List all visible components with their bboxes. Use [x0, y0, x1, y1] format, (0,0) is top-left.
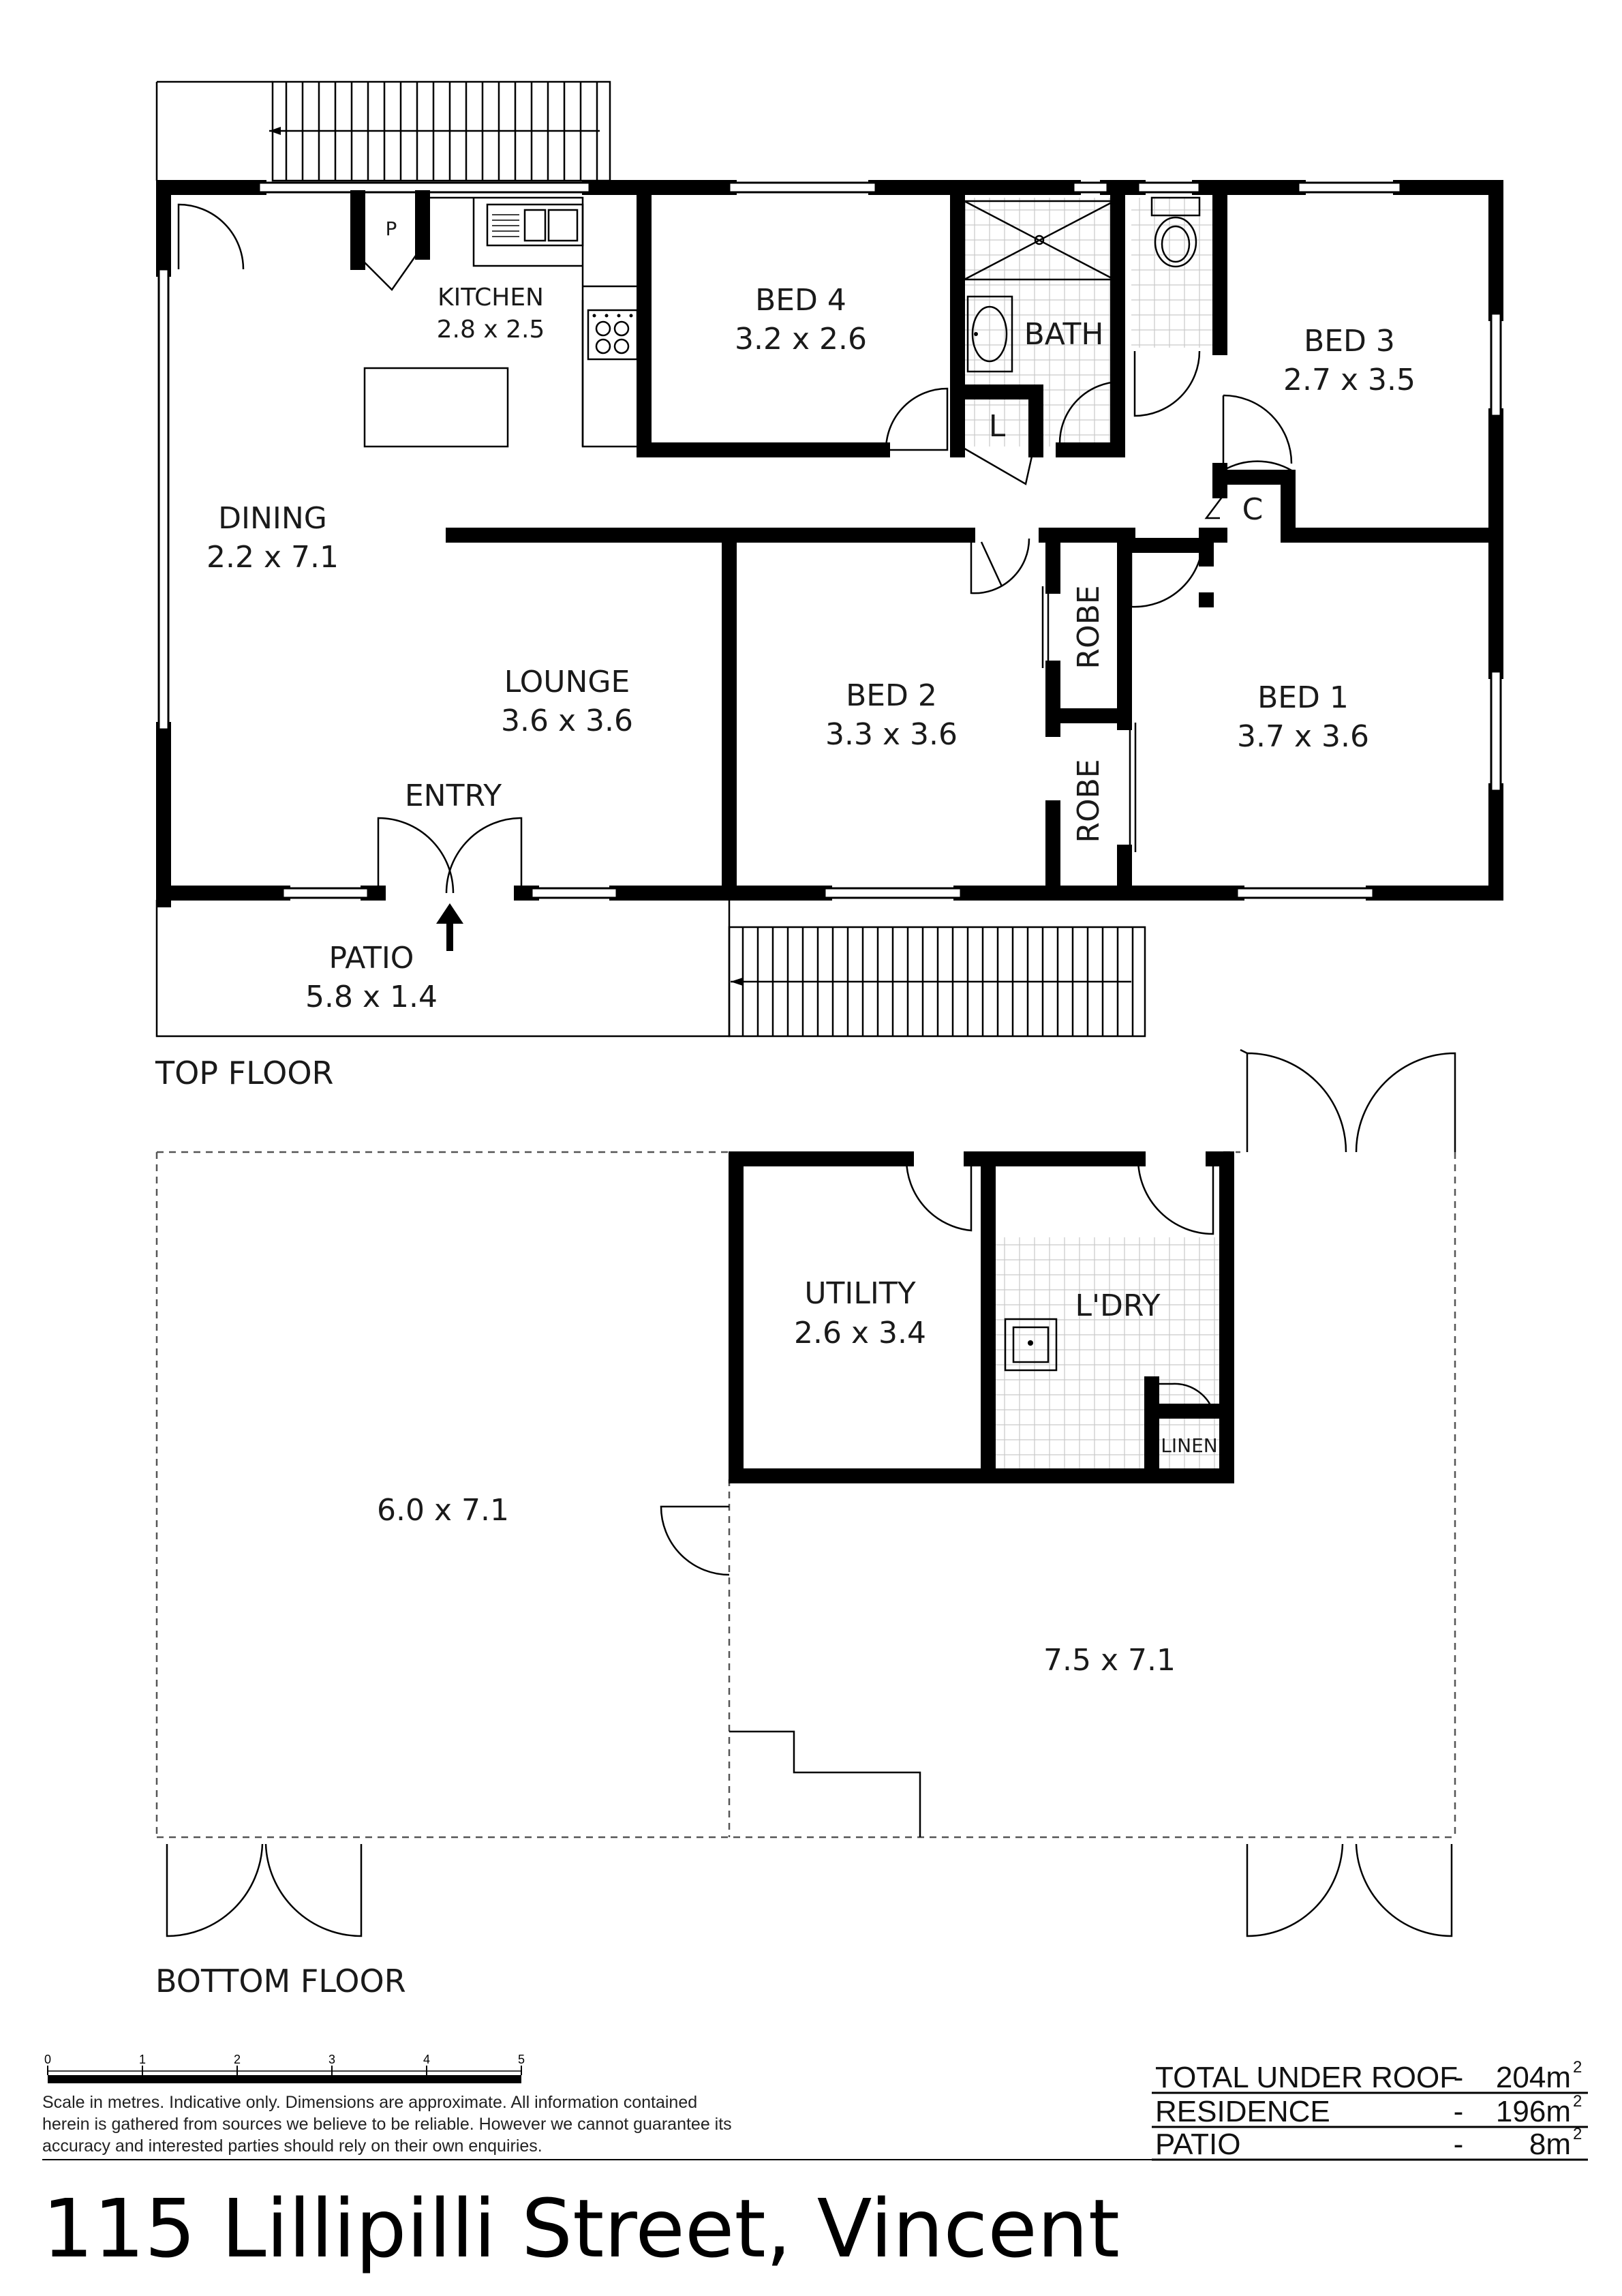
bed2-name: BED 2: [846, 678, 937, 713]
patio-name: PATIO: [329, 941, 414, 976]
windows: [157, 181, 1502, 899]
scale-bar: [47, 2066, 522, 2083]
kitchen-bench: [363, 196, 642, 448]
area-patio-value: 8m: [1529, 2128, 1571, 2161]
toilet: [1150, 196, 1201, 268]
top-floor-labels: KITCHEN 2.8 x 2.5 P BED 4 3.2 x 2.6 BATH…: [155, 217, 1416, 1091]
kitchen-island: [363, 367, 509, 448]
scale-tick-4: 4: [423, 2053, 430, 2066]
lounge-name: LOUNGE: [504, 665, 630, 699]
dining-size: 2.2 x 7.1: [206, 540, 339, 575]
area-residence-sup: 2: [1573, 2092, 1582, 2111]
internal-steps: [729, 1730, 921, 1837]
robe2-label: ROBE: [1071, 585, 1106, 669]
bed4-size: 3.2 x 2.6: [735, 322, 867, 357]
pantry-label: P: [386, 217, 397, 240]
patio-size: 5.8 x 1.4: [305, 980, 438, 1014]
doors-bottom: [166, 1048, 1456, 1937]
bed4-name: BED 4: [755, 283, 846, 318]
disclaimer-line-2: herein is gathered from sources we belie…: [42, 2115, 732, 2134]
area-total-label: TOTAL UNDER ROOF: [1155, 2061, 1458, 2094]
front-stairs: [728, 926, 1146, 1038]
scale-tick-2: 2: [234, 2053, 241, 2066]
vanity: [966, 295, 1013, 373]
cooktop-knob: [617, 314, 621, 318]
disclaimer-line-1: Scale in metres. Indicative only. Dimens…: [42, 2093, 697, 2112]
laundry-tub: [1004, 1318, 1058, 1372]
cooktop-knob: [605, 314, 609, 318]
laundry-name: L'DRY: [1075, 1288, 1160, 1323]
scale-tick-1: 1: [139, 2053, 146, 2066]
linen-bottom-label: LINEN: [1161, 1434, 1217, 1457]
top-floor-title: TOP FLOOR: [155, 1055, 334, 1091]
wc-tiles: [1131, 198, 1220, 348]
bottom-floor: UTILITY 2.6 x 3.4 L'DRY LINEN 6.0 x 7.1 …: [155, 1048, 1456, 1999]
kitchen-name: KITCHEN: [438, 284, 544, 312]
area-table: TOTAL UNDER ROOF - 204m 2 RESIDENCE - 19…: [42, 2058, 1588, 2161]
area-total-value: 204m: [1496, 2061, 1571, 2094]
lounge-size: 3.6 x 3.6: [501, 704, 633, 738]
disclaimer-line-3: accuracy and interested parties should r…: [42, 2136, 542, 2156]
area-patio-label: PATIO: [1155, 2128, 1241, 2161]
lower-right-size: 7.5 x 7.1: [1043, 1643, 1176, 1678]
bed1-name: BED 1: [1257, 680, 1349, 715]
area-residence-dash: -: [1454, 2095, 1464, 2128]
property-address: 115 Lillipilli Street, Vincent: [42, 2181, 1120, 2276]
bottom-outline: [155, 1151, 1456, 1839]
scale-tick-5: 5: [518, 2053, 525, 2066]
area-patio-sup: 2: [1573, 2125, 1582, 2143]
interior-walls: [350, 180, 1503, 901]
laundry-tiles: [995, 1237, 1220, 1469]
cooktop: [587, 309, 639, 361]
cooktop-knob: [629, 314, 633, 318]
utility-name: UTILITY: [804, 1276, 915, 1311]
area-residence-label: RESIDENCE: [1155, 2095, 1330, 2128]
entry-name: ENTRY: [405, 779, 502, 813]
entry-arrow-icon: [436, 903, 463, 951]
linen-top-label: L: [989, 409, 1006, 444]
lower-left-size: 6.0 x 7.1: [377, 1493, 509, 1528]
scale-tick-3: 3: [328, 2053, 335, 2066]
cooktop-knob: [592, 314, 596, 318]
area-residence-value: 196m: [1496, 2095, 1571, 2128]
bath-name: BATH: [1024, 317, 1104, 352]
doors-top: [177, 203, 1293, 894]
cupboard-label: C: [1242, 492, 1264, 527]
dining-name: DINING: [218, 501, 327, 536]
robe1-label: ROBE: [1071, 759, 1106, 843]
bed3-size: 2.7 x 3.5: [1283, 363, 1416, 397]
area-total-dash: -: [1454, 2061, 1464, 2094]
bottom-floor-title: BOTTOM FLOOR: [155, 1963, 406, 1999]
scale-tick-0: 0: [44, 2053, 51, 2066]
bed3-name: BED 3: [1304, 324, 1395, 359]
bed1-size: 3.7 x 3.6: [1237, 719, 1369, 754]
shower: [963, 200, 1116, 281]
area-patio-dash: -: [1454, 2128, 1464, 2161]
utility-size: 2.6 x 3.4: [794, 1316, 926, 1350]
footer: 0 1 2 3 4 5 Scale in metres. Indicative …: [42, 2053, 1588, 2276]
bottom-walls: [729, 1151, 1234, 1483]
area-total-sup: 2: [1573, 2058, 1582, 2076]
top-floor: KITCHEN 2.8 x 2.5 P BED 4 3.2 x 2.6 BATH…: [155, 80, 1503, 1091]
bottom-floor-labels: UTILITY 2.6 x 3.4 L'DRY LINEN 6.0 x 7.1 …: [155, 1276, 1218, 1999]
bath-fixtures: [963, 196, 1201, 373]
bed2-size: 3.3 x 3.6: [825, 717, 958, 752]
back-stairs: [155, 80, 611, 182]
kitchen-sink: [486, 203, 584, 247]
kitchen-size: 2.8 x 2.5: [437, 316, 545, 344]
